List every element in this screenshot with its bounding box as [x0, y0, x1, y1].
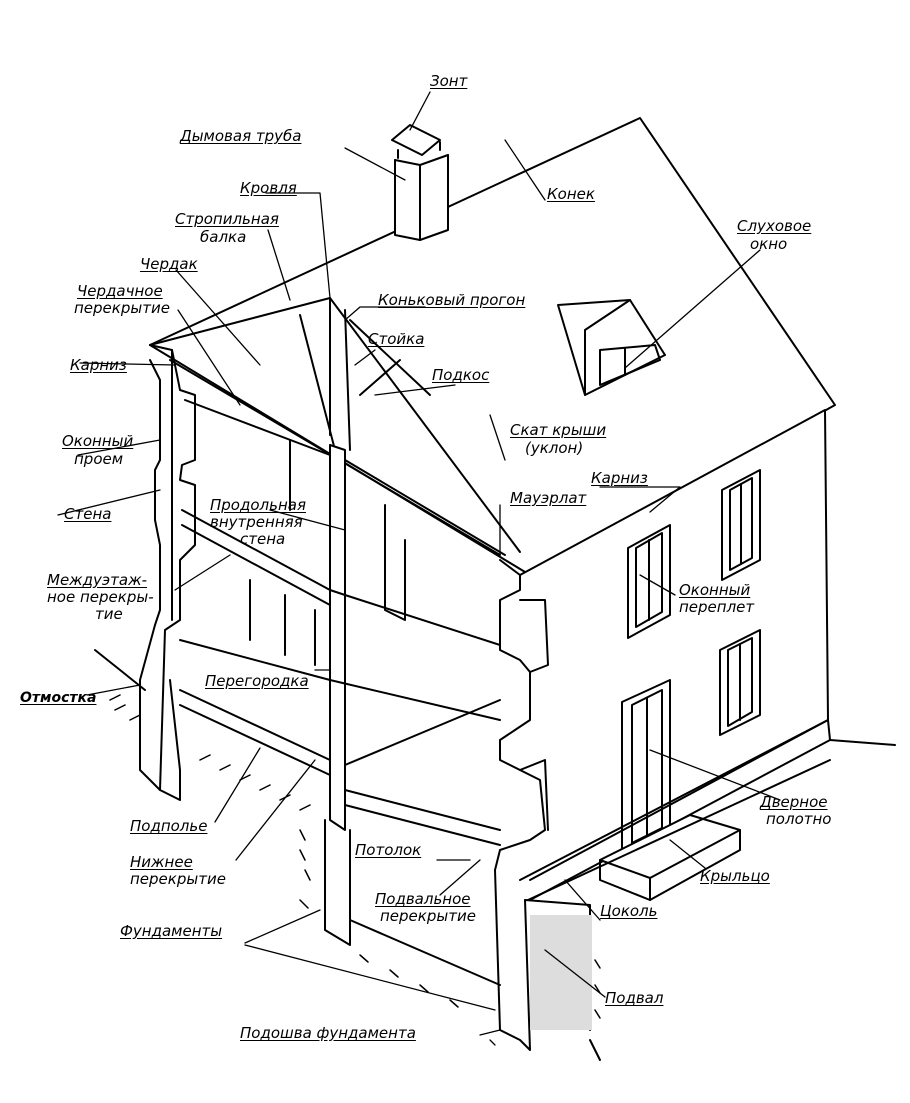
leader-lines: [57, 91, 781, 1046]
label-podval: Подвал: [605, 989, 664, 1007]
label-krovlya: Кровля: [240, 179, 297, 197]
label-okonnyi-pereplet-1: Оконный: [679, 581, 751, 599]
label-dvernoe-1: Дверное: [760, 793, 828, 811]
label-karniz-left: Карниз: [70, 356, 127, 374]
label-prodolnaya-2: внутренняя: [210, 513, 303, 531]
label-mezhduetazh-2: ное перекры-: [47, 588, 154, 606]
label-stoika: Стойка: [368, 330, 425, 348]
label-krylco: Крыльцо: [700, 867, 770, 885]
chimney: [391, 124, 449, 241]
label-zont: Зонт: [430, 72, 468, 90]
label-nizhnee-1: Нижнее: [130, 853, 193, 871]
label-peregorodka: Перегородка: [205, 672, 309, 690]
label-slukhovoe-1: Слуховое: [737, 217, 812, 235]
label-skat-1: Скат крыши: [510, 421, 607, 439]
label-okonnyi-pereplet-2: переплет: [679, 598, 755, 616]
ground-hatching: [109, 694, 601, 1019]
label-konkovyi-progon: Коньковый прогон: [378, 291, 526, 309]
ground-lines: [94, 649, 896, 1061]
label-potolok: Потолок: [355, 841, 422, 859]
label-cokol: Цоколь: [600, 902, 658, 920]
label-podvalnoe-2: перекрытие: [380, 907, 476, 925]
label-konek: Конек: [547, 185, 595, 203]
label-fundamenty: Фундаменты: [120, 922, 223, 940]
label-cherdachnoe-2: перекрытие: [74, 299, 170, 317]
label-dvernoe-2: полотно: [766, 810, 832, 828]
label-okonnyi-proem-2: проем: [74, 450, 124, 468]
label-podkos: Подкос: [432, 366, 490, 384]
label-podvalnoe-1: Подвальное: [375, 890, 471, 908]
label-dymovaya-truba: Дымовая труба: [180, 127, 302, 145]
label-prodolnaya-3: стена: [240, 530, 286, 548]
label-cherdak: Чердак: [140, 255, 198, 273]
label-cherdachnoe-1: Чердачное: [77, 282, 163, 300]
label-stena: Стена: [64, 505, 112, 523]
left-wall-section: [139, 344, 196, 801]
label-karniz-right: Карниз: [591, 469, 648, 487]
label-okonnyi-proem-1: Оконный: [62, 432, 134, 450]
label-slukhovoe-2: окно: [750, 235, 788, 253]
label-podpolie: Подполье: [130, 817, 208, 835]
basement-soil: [530, 915, 592, 1030]
interior-structure: [179, 399, 506, 986]
dormer: [557, 299, 666, 396]
windows: [627, 469, 761, 736]
label-nizhnee-2: перекрытие: [130, 870, 226, 888]
label-mezhduetazh-1: Междуэтаж-: [47, 571, 148, 589]
label-mezhduetazh-3: тие: [95, 605, 123, 623]
label-podoshva: Подошва фундамента: [240, 1024, 416, 1042]
label-skat-2: (уклон): [525, 439, 584, 457]
label-prodolnaya-1: Продольная: [210, 496, 306, 514]
label-mauerlat: Мауэрлат: [510, 489, 587, 507]
label-otmostka: Отмостка: [20, 690, 97, 706]
label-stropilnaya-2: балка: [200, 228, 247, 246]
door-and-porch: [599, 679, 741, 901]
label-stropilnaya-1: Стропильная: [175, 210, 279, 228]
